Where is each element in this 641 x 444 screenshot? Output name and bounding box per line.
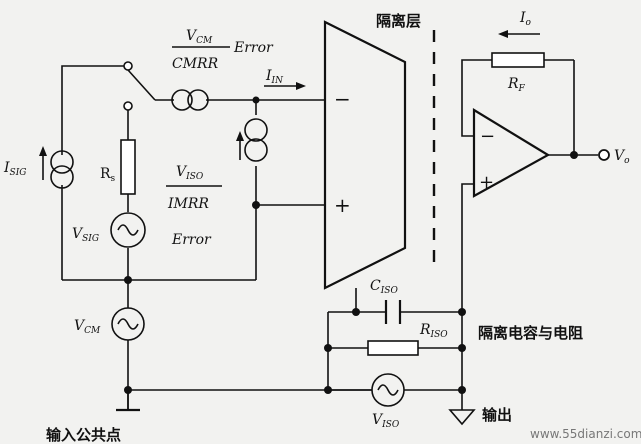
i-o-arrow <box>498 30 540 38</box>
opamp-minus-sign: − <box>480 126 495 147</box>
imrr-error-fraction: VISO IMRR Error <box>166 164 222 248</box>
isolation-barrier-label: 隔离层 <box>376 12 421 30</box>
output-opamp <box>461 59 610 198</box>
watermark: www.55dianzi.com <box>530 427 641 441</box>
svg-text:CMRR: CMRR <box>172 56 219 72</box>
isolation-amplifier <box>323 20 407 290</box>
iso-nodes <box>324 308 466 394</box>
svg-text:VISO: VISO <box>176 164 204 182</box>
c-iso-capacitor <box>384 300 402 324</box>
svg-text:Error: Error <box>171 232 212 248</box>
imrr-error-source <box>236 118 268 162</box>
rf-resistor <box>491 52 545 68</box>
v-sig-source <box>110 212 146 248</box>
svg-text:IMRR: IMRR <box>167 196 209 212</box>
ia-plus-sign: + <box>334 193 351 217</box>
v-iso-source <box>371 373 405 407</box>
input-common-label: 输入公共点 <box>46 426 121 444</box>
v-cm-source <box>111 307 145 341</box>
output-ground-symbol <box>448 409 476 426</box>
i-o-label: Io <box>519 10 532 28</box>
c-iso-label: CISO <box>370 278 398 296</box>
opamp-plus-sign: + <box>479 172 494 193</box>
output-common-label: 输出 <box>482 406 512 424</box>
rs-resistor <box>120 139 136 195</box>
i-in-label: IIN <box>265 68 284 86</box>
v-sig-label: VSIG <box>72 226 99 244</box>
isolation-cap-res-label: 隔离电容与电阻 <box>478 324 583 342</box>
input-nodes <box>123 61 260 394</box>
r-iso-resistor <box>367 340 419 356</box>
vo-label: Vo <box>614 148 630 166</box>
rs-label: Rs <box>100 166 116 184</box>
i-in-arrow <box>264 82 306 90</box>
input-ground-symbol <box>116 390 140 412</box>
cmrr-error-fraction: VCM CMRR Error <box>172 28 274 72</box>
svg-text:Error: Error <box>233 40 274 56</box>
i-sig-label: ISIG <box>3 160 26 178</box>
iso-components-wiring <box>327 188 463 410</box>
v-cm-label: VCM <box>74 318 101 336</box>
v-iso-label: VISO <box>372 412 400 430</box>
r-iso-label: RISO <box>419 322 448 340</box>
cmrr-error-source <box>171 89 209 111</box>
i-sig-current-source <box>39 146 74 189</box>
ia-minus-sign: − <box>334 87 351 111</box>
rf-label: RF <box>507 76 526 94</box>
svg-text:VCM: VCM <box>186 28 213 46</box>
